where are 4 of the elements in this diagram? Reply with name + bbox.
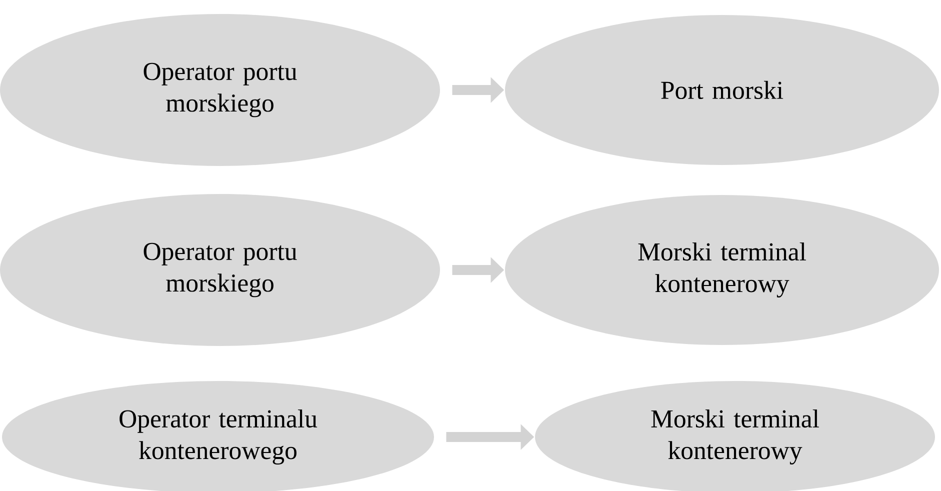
ellipse-node: Operator portu morskiego [0, 14, 440, 166]
ellipse-node: Morski terminal kontenerowy [505, 195, 939, 345]
ellipse-node: Port morski [505, 15, 939, 165]
ellipse-node: Operator portu morskiego [0, 194, 440, 346]
